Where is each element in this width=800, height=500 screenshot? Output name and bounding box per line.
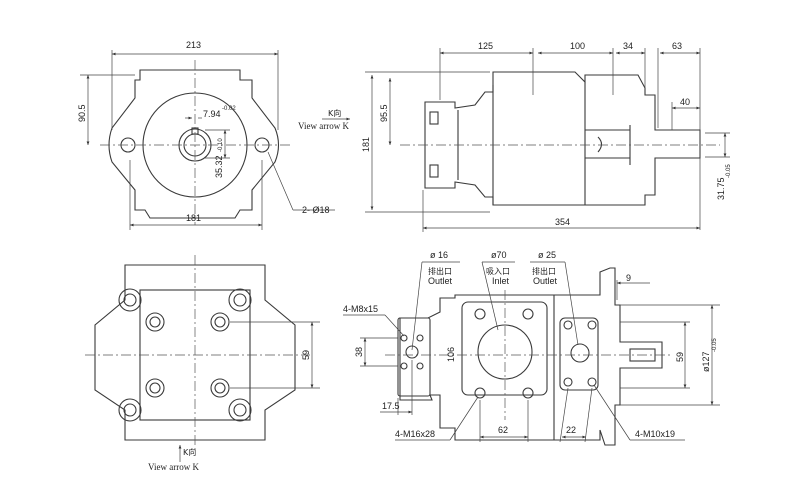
dim-7-94: 7.94 (203, 109, 221, 119)
outlet-2-dia: ø 25 (538, 250, 556, 260)
inlet-en: Inlet (492, 276, 510, 286)
mount-holes-label: 2- Ø18 (302, 205, 330, 215)
dim-62: 62 (498, 425, 508, 435)
dim-17-5: 17.5 (382, 401, 400, 411)
inlet-dia: ø70 (491, 250, 507, 260)
dim-31-75: 31.75 (716, 177, 726, 200)
top-view: ø 16 排出口 Outlet ø70 吸入口 Inlet ø 25 排出口 O… (343, 250, 720, 446)
outlet-2-cn: 排出口 (532, 266, 556, 276)
outlet-1-dia: ø 16 (430, 250, 448, 260)
dim-213: 213 (186, 40, 201, 50)
dim-127-tol: -0.05 (712, 338, 718, 352)
dim-100: 100 (570, 41, 585, 51)
outlet-2-en: Outlet (533, 276, 558, 286)
rear-view-outline (94, 264, 296, 441)
dim-181: 181 (186, 213, 201, 223)
dim-59-rear: 59 (301, 350, 311, 360)
dim-63: 63 (672, 41, 682, 51)
inlet-cn: 吸入口 (486, 267, 510, 276)
dim-7-94-tol: -0.02 (222, 106, 236, 112)
dim-31-75-tol: -0.05 (726, 164, 732, 178)
side-view: 125 100 34 63 40 181 95.5 354 31.75 -0.0… (361, 41, 732, 232)
view-arrow-symbol-rear: K向 (183, 447, 196, 457)
dim-22: 22 (566, 425, 576, 435)
side-view-outline (424, 71, 701, 206)
view-arrow-label-rear: View arrow K (148, 462, 199, 472)
front-view-outline (108, 69, 280, 219)
dim-127: ø127 (701, 351, 711, 372)
dim-59-top: 59 (675, 352, 685, 362)
inlet-port (477, 324, 533, 380)
dim-95-5: 95.5 (379, 104, 389, 122)
outlet-1-en: Outlet (428, 276, 453, 286)
dim-9: 9 (626, 273, 631, 283)
dim-181-side: 181 (361, 137, 371, 152)
thread-m8: 4-M8x15 (343, 304, 378, 314)
dim-125: 125 (478, 41, 493, 51)
dim-354: 354 (555, 217, 570, 227)
rear-view: 59 K向 View arrow K (85, 255, 320, 472)
dim-34: 34 (623, 41, 633, 51)
thread-holes (400, 308, 597, 399)
dim-40: 40 (680, 97, 690, 107)
bolt-holes (118, 288, 252, 422)
thread-m16: 4-M16x28 (395, 429, 435, 439)
dim-35-32-tol: -0.10 (218, 138, 224, 152)
view-arrow-symbol: K向 (328, 108, 341, 118)
outlet-1-cn: 排出口 (428, 266, 452, 276)
front-view: 213 90.5 181 7.94 -0.02 35.32 -0.10 2- Ø… (77, 40, 350, 230)
outlet-port-2 (570, 343, 590, 363)
dim-106: 106 (446, 347, 456, 362)
dim-35-32: 35.32 (214, 155, 224, 178)
dim-90-5: 90.5 (77, 104, 87, 122)
outlet-port-1 (405, 345, 419, 359)
thread-m10: 4-M10x19 (635, 429, 675, 439)
dim-38: 38 (354, 347, 364, 357)
view-arrow-label: View arrow K (298, 121, 349, 131)
top-view-outline (399, 267, 663, 446)
